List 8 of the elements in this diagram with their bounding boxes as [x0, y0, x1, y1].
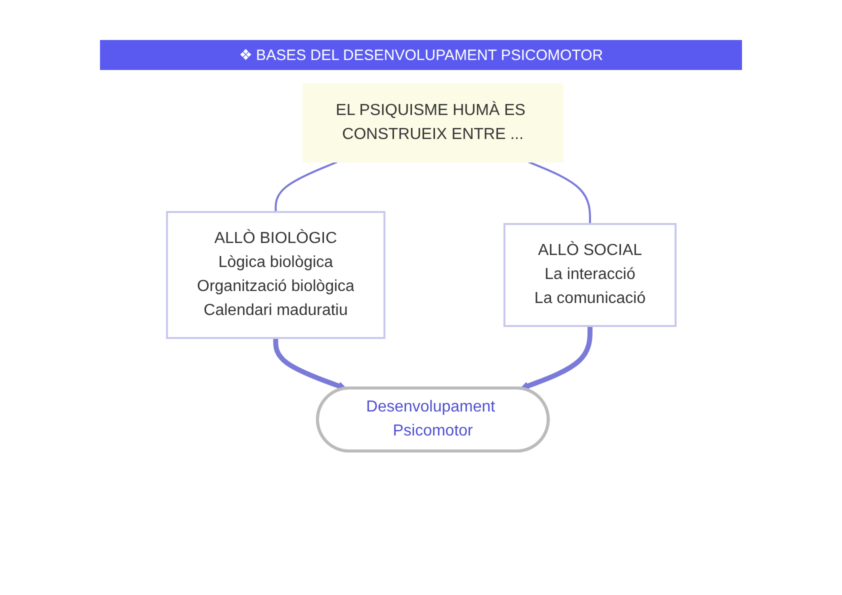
arrow	[272, 338, 346, 390]
node-box: ALLÒ BIOLÒGIC Lògica biològica Organització biològica Calendari maduratiu	[166, 211, 386, 339]
node-box: EL PSIQUISME HUMÀ ES CONSTRUEIX ENTRE ...	[302, 84, 564, 162]
connector	[528, 161, 591, 224]
arrow	[520, 326, 592, 390]
title-banner: ❖ BASES DEL DESENVOLUPAMENT PSICOMOTOR	[100, 40, 742, 70]
connector	[274, 161, 338, 212]
node-box: ALLÒ SOCIAL La interacció La comunicació	[503, 223, 676, 327]
